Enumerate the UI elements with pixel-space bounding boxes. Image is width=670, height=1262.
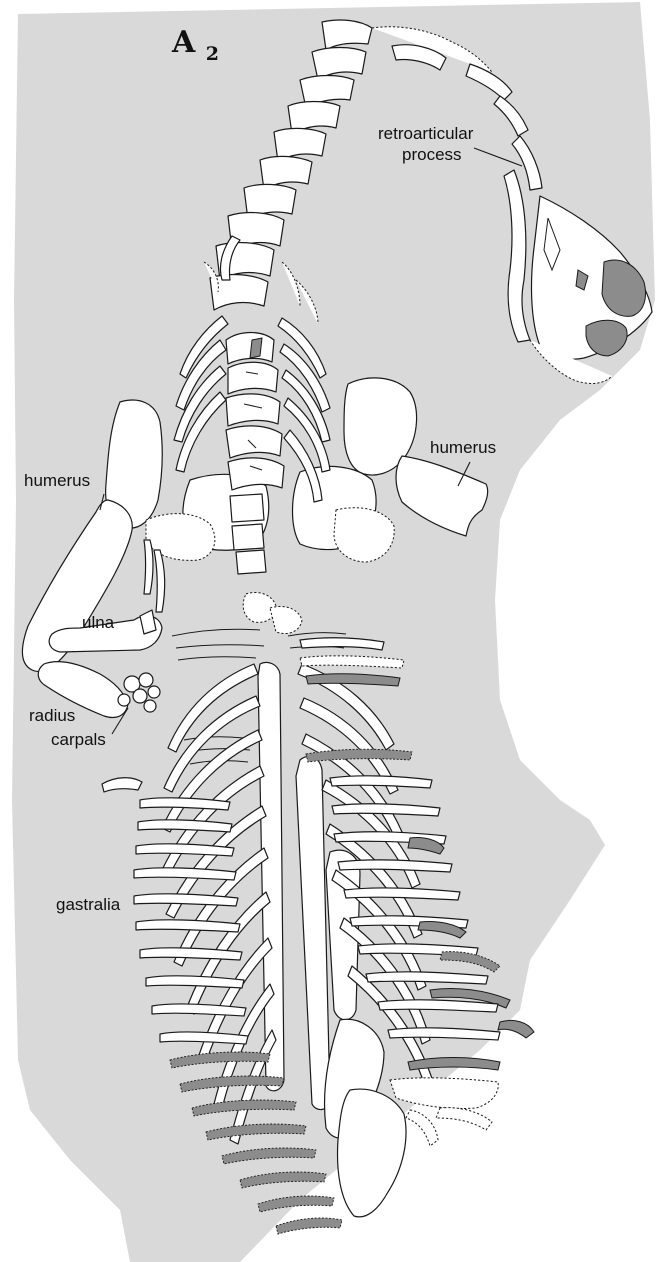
label-humerus-right: humerus bbox=[430, 438, 496, 457]
label-carpals: carpals bbox=[51, 730, 106, 749]
label-humerus-left: humerus bbox=[24, 471, 90, 490]
label-retroarticular: retroarticular bbox=[378, 124, 474, 143]
label-gastralia: gastralia bbox=[56, 895, 121, 914]
panel-subscript: 2 bbox=[206, 43, 219, 65]
label-radius: radius bbox=[29, 706, 75, 725]
label-process: process bbox=[402, 145, 462, 164]
panel-letter: A bbox=[171, 25, 196, 60]
pelvic-region bbox=[338, 1089, 438, 1217]
label-ulna: ulna bbox=[82, 613, 115, 632]
